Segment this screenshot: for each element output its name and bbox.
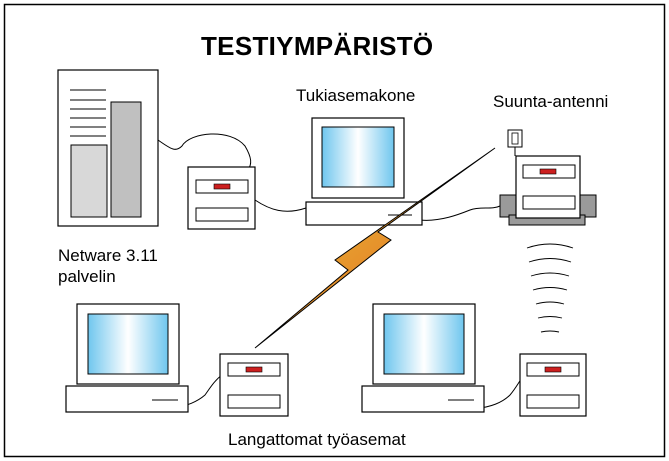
computer-icon-access-point <box>305 117 423 226</box>
antenna-label: Suunta-antenni <box>493 92 609 111</box>
computer-icon-workstation-left <box>65 303 189 413</box>
cable-access-point-printer <box>419 205 501 221</box>
workstations-label: Langattomat työasemat <box>228 430 406 449</box>
server-label-line1: Netware 3.11 <box>58 246 158 265</box>
modem-icon-workstation-right <box>519 353 587 417</box>
lightning-bolt-icon <box>254 147 496 349</box>
cable-modem-access-point <box>254 199 307 212</box>
access-point-label: Tukiasemakone <box>296 86 416 105</box>
server-label-line2: palvelin <box>58 267 116 286</box>
cable-server-modem <box>157 133 252 171</box>
modem-icon-workstation-left <box>219 353 289 417</box>
modem-icon-top-left <box>187 166 256 230</box>
computer-icon-workstation-right <box>361 303 485 413</box>
radio-waves-icon <box>526 243 574 333</box>
antenna-icon <box>507 129 523 156</box>
diagram-title: TESTIYMPÄRISTÖ <box>201 31 434 61</box>
server-icon <box>57 69 159 227</box>
modem-icon-antenna-base <box>499 155 597 226</box>
